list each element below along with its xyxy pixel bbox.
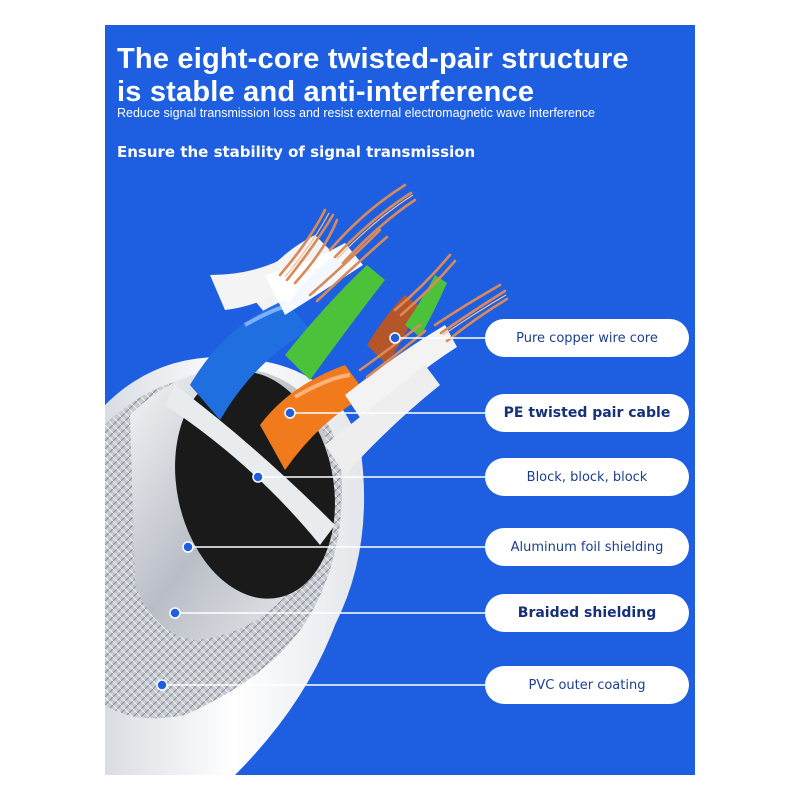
page-title: The eight-core twisted-pair structure is…: [117, 43, 629, 109]
cable-illustration: [105, 183, 509, 775]
title-line-1: The eight-core twisted-pair structure: [117, 43, 629, 75]
product-panel: The eight-core twisted-pair structure is…: [105, 25, 695, 775]
label-braided-shielding: Braided shielding: [485, 594, 689, 632]
tagline: Ensure the stability of signal transmiss…: [117, 143, 476, 161]
label-pvc-coating: PVC outer coating: [485, 666, 689, 704]
green-wire: [285, 265, 385, 380]
title-line-2: is stable and anti-interference: [117, 76, 535, 108]
label-pe-twisted-pair: PE twisted pair cable: [485, 394, 689, 432]
subtitle: Reduce signal transmission loss and resi…: [117, 106, 596, 120]
blue-wire: [190, 300, 310, 420]
leader-dots: [156, 332, 401, 691]
brown-wire: [367, 295, 420, 365]
cross-separator: [165, 385, 335, 545]
label-aluminum-foil: Aluminum foil shielding: [485, 528, 689, 566]
orange-wire: [260, 365, 367, 470]
leader-lines: [162, 337, 485, 686]
copper-strands: [278, 183, 509, 379]
label-block: Block, block, block: [485, 458, 689, 496]
label-copper-core: Pure copper wire core: [485, 319, 689, 357]
